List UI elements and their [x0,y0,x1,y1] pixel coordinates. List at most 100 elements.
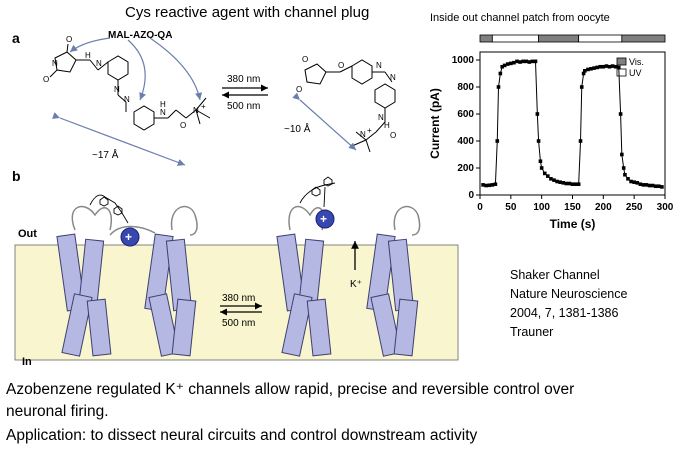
data-point [578,139,583,143]
x-tick-label: 200 [595,202,612,213]
legend-label-0: Vis. [629,57,644,67]
open-plug [315,209,335,229]
panel-a-label: a [12,30,20,46]
svg-text:O: O [43,75,49,84]
data-point [536,139,541,143]
y-tick-label: 800 [457,82,474,93]
data-point [561,181,566,185]
data-point [647,183,652,188]
data-point [502,63,507,68]
closed-linker [89,194,129,224]
light-bar-segment-1 [491,34,539,43]
data-point [555,179,559,184]
svg-text:N: N [160,108,166,117]
data-point [490,183,495,187]
svg-text:H: H [384,121,390,130]
svg-text:N: N [52,59,58,68]
svg-text:N: N [193,106,199,115]
x-tick-label: 150 [564,202,581,213]
legend-swatch-1 [616,68,627,77]
data-point [660,185,664,189]
data-point [573,182,578,186]
data-point [539,166,544,170]
x-axis-label: Time (s) [550,217,596,231]
a-reverse-label: 500 nm [227,101,260,112]
svg-text:N: N [96,59,102,68]
data-point [538,159,543,164]
data-point [632,180,636,184]
x-tick-label: 50 [505,202,517,213]
data-point [487,183,492,188]
trans-length-label: ~17 Å [92,148,119,161]
figure-title: Cys reactive agent with channel plug [125,4,370,21]
data-point [576,182,581,186]
y-axis-label: Current (pA) [428,88,442,159]
x-tick-label: 0 [477,202,483,213]
data-point [579,85,584,89]
open-plug-charge: + [320,212,327,226]
data-point [583,69,587,73]
data-point [552,178,556,182]
citation-line-3: 2004, 7, 1381-1386 [510,306,619,320]
pointer-qa [149,37,203,101]
data-point [610,64,615,68]
svg-text:N: N [360,130,366,139]
svg-text:O: O [338,61,344,70]
data-point [589,66,593,71]
y-tick-label: 1000 [452,55,475,66]
svg-text:+: + [367,126,372,135]
data-point [650,183,655,188]
data-point [512,60,516,65]
data-point [535,112,540,116]
closed-plug [120,227,140,247]
data-point [498,71,503,76]
trans-molecule [49,43,211,131]
data-point [638,182,643,186]
svg-text:N: N [378,113,384,122]
svg-text:O: O [390,131,396,140]
data-point [509,61,513,66]
trans-length-arrow [51,112,186,166]
svg-text:H: H [85,51,91,60]
data-point [623,172,627,177]
data-point [629,179,633,184]
cis-length-label: ~10 Å [284,122,311,135]
data-point [653,184,658,189]
ion-label: K⁺ [350,279,362,290]
svg-text:O: O [66,35,72,44]
y-tick-label: 600 [457,109,474,120]
data-point [558,180,562,184]
data-point [581,71,586,76]
caption-line-2: neuronal firing. [6,403,109,420]
closed-channel [56,205,198,357]
cis-length-arrow [292,92,357,151]
data-point [542,171,547,176]
svg-text:N: N [124,95,130,104]
data-point [613,64,618,69]
y-tick-label: 0 [468,190,474,201]
molecule-name: MAL-AZO-QA [108,30,173,41]
open-channel [276,205,421,357]
data-point [641,183,646,187]
light-bar-segment-3 [578,34,623,43]
legend-label-1: UV [629,68,642,78]
data-point [481,183,485,187]
light-bar-segment-4 [621,34,666,43]
pointer-maleimide [69,37,111,53]
data-point [618,112,623,116]
data-point [546,174,550,178]
data-point [626,177,630,181]
data-point [527,60,532,64]
data-point [496,85,501,89]
panel-b-label: b [12,168,21,184]
svg-text:O: O [180,121,186,130]
data-point [616,65,621,70]
data-point [657,184,661,189]
data-point [570,182,575,186]
data-point [518,60,522,64]
svg-text:N: N [114,85,120,94]
series-line-0 [482,60,663,188]
